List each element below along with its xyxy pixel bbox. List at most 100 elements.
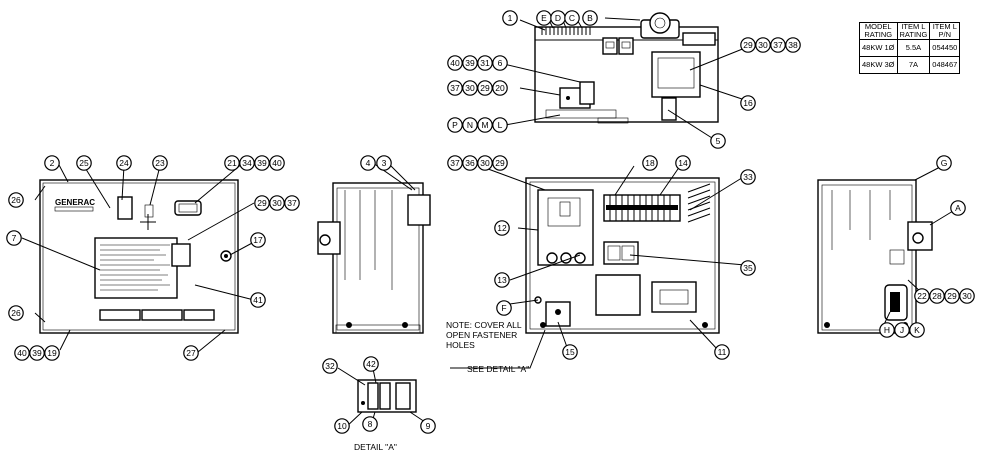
detail-a-caption: DETAIL "A": [354, 442, 397, 452]
callout-label: E: [541, 13, 547, 23]
side-view: [317, 182, 431, 334]
front-panel-warning-label-a: [99, 309, 141, 321]
callout-label: 8: [368, 419, 373, 429]
callout-bubble: [477, 117, 493, 133]
interior-contactor: [603, 241, 639, 265]
top-view-vent-slots: [541, 27, 591, 35]
front-panel-decal-text-lines: [100, 244, 170, 291]
callout-label: 18: [645, 158, 655, 168]
callout-bubble: [44, 155, 60, 171]
callout-label: 39: [32, 348, 42, 358]
callout-label: K: [914, 325, 920, 335]
top-view-round-component: [649, 12, 671, 34]
rating-table-cell: 48KW 1Ø: [859, 39, 898, 57]
callout-label: 34: [242, 158, 252, 168]
callout-bubble: [477, 55, 493, 71]
callout-bubble: [477, 155, 493, 171]
cover-fastener-note: NOTE: COVER ALL OPEN FASTENER HOLES: [446, 320, 522, 350]
callout-bubble: [447, 80, 463, 96]
callout-label: 30: [272, 198, 282, 208]
callout-label: 22: [917, 291, 927, 301]
callout-label: 25: [79, 158, 89, 168]
callout-label: 41: [253, 295, 263, 305]
callout-label: 36: [465, 158, 475, 168]
callout-label: C: [569, 13, 575, 23]
callout-bubble: [269, 195, 285, 211]
callout-label: 39: [465, 58, 475, 68]
callout-label: 2: [50, 158, 55, 168]
callout-bubble: [564, 10, 580, 26]
callout-bubble: [420, 418, 436, 434]
top-view-post: [661, 97, 677, 121]
top-view-relay-b: [618, 37, 634, 55]
interior-transformer-outline: [595, 274, 641, 316]
callout-label: 37: [450, 83, 460, 93]
rating-table-cell: 048467: [929, 56, 961, 74]
callout-bubble: [582, 10, 598, 26]
callout-bubble: [494, 272, 510, 288]
callout-bubble: [29, 345, 45, 361]
top-view-relay-a: [602, 37, 618, 55]
callout-bubble: [284, 195, 300, 211]
callout-label: G: [941, 158, 948, 168]
callout-label: A: [955, 203, 961, 213]
callout-label: 26: [11, 308, 21, 318]
callout-bubble: [477, 80, 493, 96]
callout-bubble: [6, 230, 22, 246]
callout-label: 13: [497, 275, 507, 285]
callout-label: 6: [498, 58, 503, 68]
callout-label: 19: [47, 348, 57, 358]
callout-label: 3: [382, 158, 387, 168]
right-side-view: [817, 179, 933, 334]
rating-table-cell: 054450: [929, 39, 961, 57]
callout-label: L: [498, 120, 503, 130]
callout-label: D: [555, 13, 561, 23]
callout-bubble: [950, 200, 966, 216]
callout-bubble: [562, 344, 578, 360]
callout-bubble: [322, 358, 338, 374]
callout-label: 5: [716, 136, 721, 146]
callout-bubble: [496, 300, 512, 316]
callout-label: 30: [480, 158, 490, 168]
callout-label: 42: [366, 359, 376, 369]
front-panel-warning-label-c: [183, 309, 215, 321]
callout-label: 17: [253, 235, 263, 245]
callout-bubble: [740, 260, 756, 276]
callout-bubble: [714, 344, 730, 360]
callout-label: 27: [186, 348, 196, 358]
callout-bubble: [492, 80, 508, 96]
callout-bubble: [8, 305, 24, 321]
callout-label: 31: [480, 58, 490, 68]
callout-label: 39: [257, 158, 267, 168]
rating-table-row: 48KW 3Ø 7A 048467: [859, 56, 961, 74]
callout-bubble: [363, 356, 379, 372]
callout-label: 29: [480, 83, 490, 93]
callout-label: 28: [932, 291, 942, 301]
callout-bubble: [492, 55, 508, 71]
callout-label: F: [501, 303, 506, 313]
callout-label: 40: [17, 348, 27, 358]
rating-table-cell: 5.5A: [896, 39, 931, 57]
callout-bubble: [447, 155, 463, 171]
interior-view: [525, 177, 720, 334]
callout-label: P: [452, 120, 458, 130]
rating-table-cell: 7A: [896, 56, 931, 74]
callout-label: 29: [743, 40, 753, 50]
front-panel-brand: GENERAC: [55, 198, 95, 207]
callout-bubble: [494, 220, 510, 236]
callout-label: 20: [495, 83, 505, 93]
callout-label: 10: [337, 421, 347, 431]
leader-lines: [21, 17, 959, 429]
callout-label: H: [884, 325, 890, 335]
callout-bubble: [710, 133, 726, 149]
callout-bubble: [360, 155, 376, 171]
callout-bubble: [642, 155, 658, 171]
callout-bubble: [675, 155, 691, 171]
callout-label: 40: [272, 158, 282, 168]
callout-bubble: [362, 416, 378, 432]
